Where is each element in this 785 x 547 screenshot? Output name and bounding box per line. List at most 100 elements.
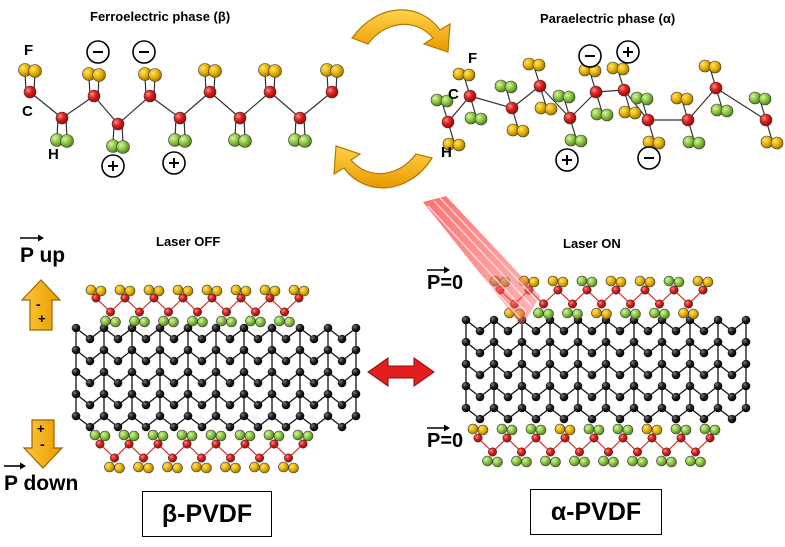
graphene-atom xyxy=(601,381,611,391)
carbon-atom xyxy=(251,307,261,317)
p-up-arrow-plus: + xyxy=(38,311,46,326)
carbon-atom xyxy=(110,453,120,463)
graphene-atom xyxy=(337,422,347,432)
hydrogen-atom xyxy=(116,140,130,154)
graphene-atom xyxy=(657,403,667,413)
graphene-atom xyxy=(713,359,723,369)
graphene-atom xyxy=(211,411,221,421)
graphene-atom xyxy=(531,392,541,402)
graphene-atom xyxy=(587,370,597,380)
graphene-atom xyxy=(559,392,569,402)
carbon-atom xyxy=(233,111,247,125)
carbon-atom xyxy=(669,285,679,295)
graphene-atom xyxy=(71,389,81,399)
hydrogen-atom xyxy=(215,430,227,442)
hydrogen-atom xyxy=(89,429,101,441)
bond xyxy=(469,95,513,109)
fluorine-atom xyxy=(615,276,627,288)
graphene-atom xyxy=(225,334,235,344)
fluorine-atom xyxy=(330,64,344,78)
hydrogen-atom xyxy=(586,276,598,288)
graphene-atom xyxy=(587,348,597,358)
hydrogen-atom xyxy=(663,275,675,287)
carbon-atom xyxy=(255,453,265,463)
graphene-atom xyxy=(85,334,95,344)
graphene-atom xyxy=(267,411,277,421)
graphene-atom xyxy=(713,337,723,347)
graphene-atom xyxy=(351,389,361,399)
graphene-atom xyxy=(475,348,485,358)
fluorine-atom xyxy=(124,285,136,297)
carbon-atom xyxy=(611,285,621,295)
graphene-atom xyxy=(239,389,249,399)
vector-arrow-p-zero-bottom-icon xyxy=(427,424,450,432)
graphene-atom xyxy=(85,400,95,410)
graphene-atom xyxy=(155,411,165,421)
carbon-atom xyxy=(298,439,308,449)
hydrogen-atom xyxy=(637,456,648,468)
graphene-atom xyxy=(461,403,471,413)
fluorine-atom xyxy=(269,285,281,297)
graphene-atom xyxy=(573,337,583,347)
graphene-atom xyxy=(267,389,277,399)
hydrogen-atom xyxy=(176,429,188,441)
graphene-atom xyxy=(351,367,361,377)
graphene-atom xyxy=(197,356,207,366)
carbon-atom xyxy=(759,113,773,127)
fluorine-atom xyxy=(680,92,694,106)
graphene-atom xyxy=(71,323,81,333)
bond xyxy=(299,91,333,119)
graphene-atom xyxy=(573,403,583,413)
graphene-atom xyxy=(741,359,751,369)
graphene-atom xyxy=(643,392,653,402)
carbon-atom xyxy=(139,453,149,463)
fluorine-atom xyxy=(92,68,106,82)
hydrogen-atom xyxy=(506,424,518,436)
graphene-atom xyxy=(99,345,109,355)
carbon-atom xyxy=(106,307,116,317)
carbon-atom xyxy=(617,83,631,97)
carbon-atom xyxy=(222,307,232,317)
graphene-atom xyxy=(475,370,485,380)
graphene-atom xyxy=(85,378,95,388)
atoms-layer xyxy=(18,57,784,474)
carbon-atom xyxy=(545,447,555,457)
graphene-atom xyxy=(671,326,681,336)
graphene-atom xyxy=(155,345,165,355)
graphene-atom xyxy=(559,326,569,336)
graphene-atom xyxy=(323,323,333,333)
carbon-atom xyxy=(193,307,203,317)
graphene-atom xyxy=(573,381,583,391)
hydrogen-atom xyxy=(492,456,503,468)
fluorine-atom xyxy=(85,284,97,296)
graphene-atom xyxy=(295,345,305,355)
graphene-atom xyxy=(253,356,263,366)
charge-plus-icon xyxy=(555,148,579,172)
graphene-atom xyxy=(489,403,499,413)
graphene-atom xyxy=(183,367,193,377)
graphene-atom xyxy=(489,315,499,325)
graphene-atom xyxy=(713,381,723,391)
graphene-atom xyxy=(127,389,137,399)
graphene-atom xyxy=(559,414,569,424)
fluorine-atom xyxy=(191,461,202,473)
carbon-atom xyxy=(143,89,157,103)
graphene-atom xyxy=(239,367,249,377)
fluorine-atom xyxy=(143,462,154,474)
hydrogen-atom xyxy=(440,94,454,108)
carbon-atom xyxy=(502,433,512,443)
graphene-atom xyxy=(99,411,109,421)
graphene-atom xyxy=(141,422,151,432)
graphene-atom xyxy=(699,326,709,336)
hydrogen-atom xyxy=(157,430,169,442)
carbon-atom xyxy=(294,293,304,303)
carbon-atom xyxy=(589,433,599,443)
fluorine-atom xyxy=(104,461,115,473)
fluorine-atom xyxy=(644,276,656,288)
graphene-atom xyxy=(503,414,513,424)
carbon-atom xyxy=(563,111,577,125)
graphene-atom xyxy=(309,334,319,344)
fluorine-atom xyxy=(605,275,617,287)
atom-label-carbon: C xyxy=(448,86,459,103)
carbon-atom xyxy=(240,439,250,449)
